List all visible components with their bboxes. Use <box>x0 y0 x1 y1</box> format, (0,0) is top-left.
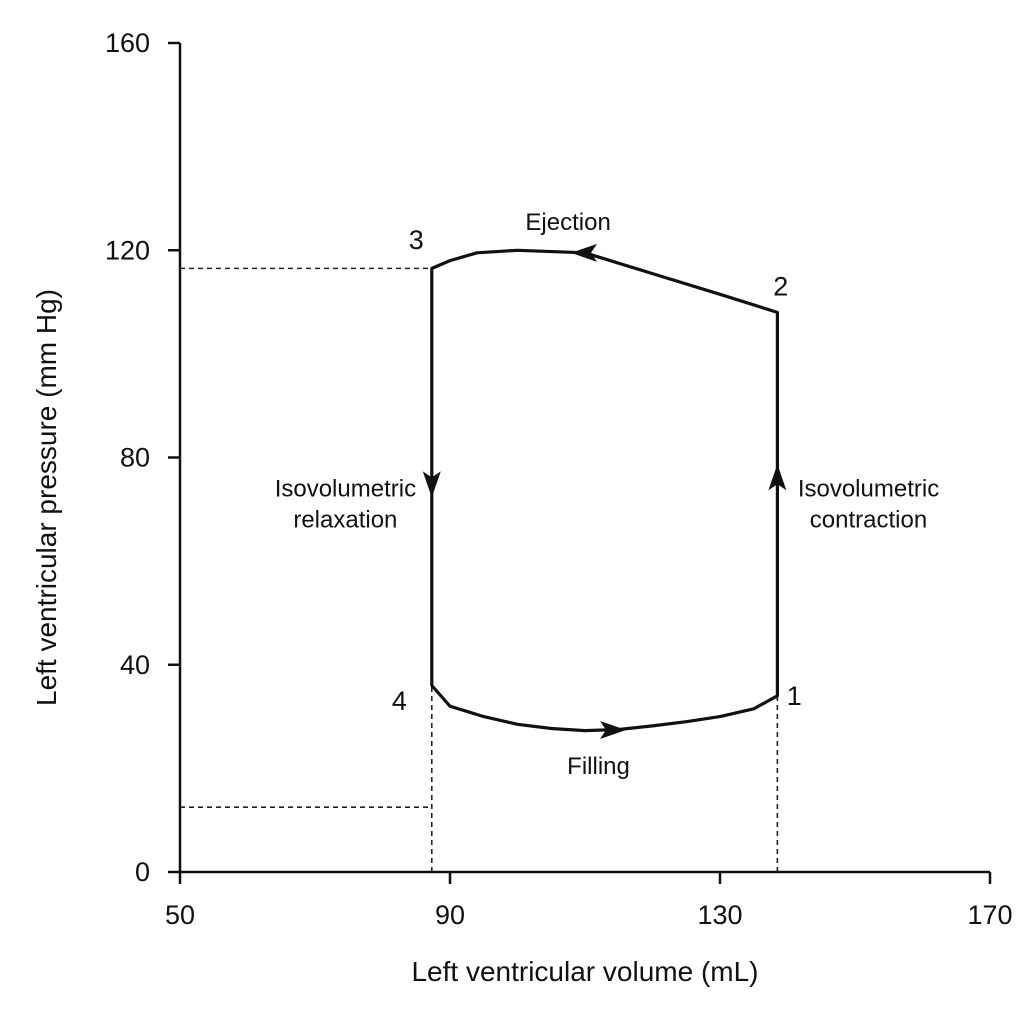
series-layer <box>430 248 779 733</box>
point-label-4: 4 <box>392 686 407 716</box>
axes <box>178 43 990 874</box>
arrowhead <box>768 464 787 491</box>
point-label-2: 2 <box>773 272 788 302</box>
arrowhead <box>422 471 441 498</box>
x-tick-label: 130 <box>697 900 742 930</box>
y-tick-label: 0 <box>135 857 150 887</box>
phase-label: Isovolumetric <box>798 476 939 503</box>
y-tick-label: 80 <box>120 443 150 473</box>
point-label-3: 3 <box>409 225 424 255</box>
x-tick-label: 50 <box>165 900 195 930</box>
arrowhead <box>600 721 626 740</box>
phase-label: Ejection <box>525 209 610 236</box>
point-label-1: 1 <box>787 681 802 711</box>
phase-label: contraction <box>810 507 927 534</box>
arrows-layer <box>422 243 787 740</box>
dashed-guides <box>180 267 779 872</box>
phase-label: Filling <box>567 753 630 780</box>
y-tick-label: 40 <box>120 650 150 680</box>
phase-label: Isovolumetric <box>275 476 416 503</box>
x-tick-label: 170 <box>967 900 1012 930</box>
y-tick-label: 160 <box>105 28 150 58</box>
x-axis-label: Left ventricular volume (mL) <box>411 956 758 987</box>
y-axis-label: Left ventricular pressure (mm Hg) <box>31 289 62 706</box>
ticks: 0 40 80 120 160 50 90 130 170 <box>105 28 1013 930</box>
y-tick-label: 120 <box>105 235 150 265</box>
x-tick-label: 90 <box>435 900 465 930</box>
pv-loop-line <box>430 248 779 733</box>
phase-label: relaxation <box>293 507 397 534</box>
arrowhead <box>571 243 597 262</box>
